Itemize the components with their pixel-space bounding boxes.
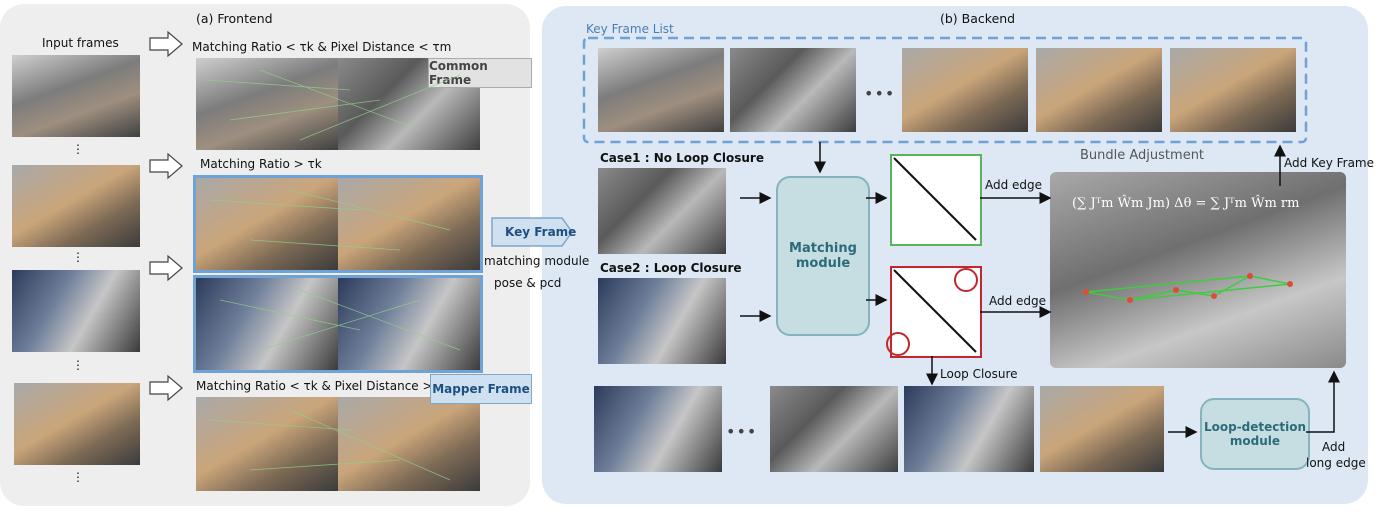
mapper-frame-pair — [196, 397, 480, 491]
key-frame-pair-2 — [193, 275, 483, 373]
hollow-arrow-1 — [149, 30, 183, 58]
history-frame-4 — [1040, 386, 1164, 472]
keyframe-thumb-1 — [598, 48, 724, 132]
add-edge-2: Add edge — [989, 294, 1047, 308]
hollow-arrow-3 — [149, 254, 183, 282]
backend-title: (b) Backend — [940, 11, 1016, 26]
keyframe-thumb-5 — [1170, 48, 1296, 132]
matching-module-label: matching module — [484, 254, 590, 268]
case1-frame — [598, 168, 726, 254]
vdots-2: ⋮ — [72, 250, 84, 264]
key-frame-arrow-shape — [491, 217, 573, 247]
matching-module-box: Matching module — [776, 176, 870, 336]
input-frame-3 — [12, 270, 140, 352]
common-frame-tag: Common Frame — [428, 58, 532, 88]
input-frame-1 — [12, 55, 140, 137]
condition-mapper: Matching Ratio < τk & Pixel Distance > τ… — [196, 379, 456, 393]
matrix2-diagonal — [893, 269, 977, 353]
add-key-frame-label: Add Key Frame — [1284, 156, 1375, 170]
loop-closure-label: Loop Closure — [940, 367, 1018, 381]
bundle-adjustment-label: Bundle Adjustment — [1080, 148, 1205, 163]
case1-label: Case1 : No Loop Closure — [600, 151, 764, 165]
mapper-frame-tag: Mapper Frame — [430, 374, 532, 404]
ba-formula: (∑ Jᵀm Ŵm Jm) Δθ = ∑ Jᵀm Ŵm rm — [1072, 196, 1300, 211]
loop-marker-top — [954, 268, 978, 292]
vdots-1: ⋮ — [72, 142, 84, 156]
hollow-arrow-4 — [149, 374, 183, 402]
history-ellipsis: ••• — [726, 422, 758, 441]
add-edge-1: Add edge — [985, 178, 1043, 192]
vdots-3: ⋮ — [72, 358, 84, 372]
loop-marker-bottom — [886, 332, 910, 356]
hollow-arrow-2 — [149, 152, 183, 180]
history-frame-3 — [904, 386, 1034, 472]
key-frame-list-label: Key Frame List — [586, 22, 674, 36]
input-frames-label: Input frames — [42, 36, 119, 50]
keyframe-thumb-3 — [902, 48, 1028, 132]
arrow-add-long-edge — [1306, 370, 1340, 433]
key-frame-label: Key Frame — [505, 225, 577, 239]
add-long-edge-label-1: Add — [1322, 440, 1346, 454]
keyframe-thumb-2 — [730, 48, 856, 132]
case2-frame — [598, 278, 726, 364]
condition-common: Matching Ratio < τk & Pixel Distance < τ… — [192, 40, 452, 54]
case2-label: Case2 : Loop Closure — [600, 261, 742, 275]
point-cloud-map — [1050, 172, 1346, 368]
condition-key: Matching Ratio > τk — [200, 157, 322, 171]
keyframe-thumb-4 — [1036, 48, 1162, 132]
input-frame-2 — [12, 165, 140, 247]
vdots-4: ⋮ — [72, 470, 84, 484]
matrix1-diagonal — [893, 157, 977, 241]
frontend-title: (a) Frontend — [196, 11, 273, 26]
add-long-edge-label-2: long edge — [1306, 456, 1366, 470]
common-frame-pair — [196, 58, 480, 150]
pose-pcd-label: pose & pcd — [494, 276, 562, 290]
pose-graph — [1085, 275, 1291, 301]
key-frame-list-border — [582, 36, 1308, 144]
key-frame-pair-1 — [193, 175, 483, 273]
history-frame-2 — [770, 386, 898, 472]
loop-detection-module-box: Loop-detection module — [1200, 398, 1310, 470]
keyframe-ellipsis: ••• — [864, 84, 896, 103]
input-frame-4 — [14, 383, 140, 465]
history-frame-1 — [594, 386, 722, 472]
